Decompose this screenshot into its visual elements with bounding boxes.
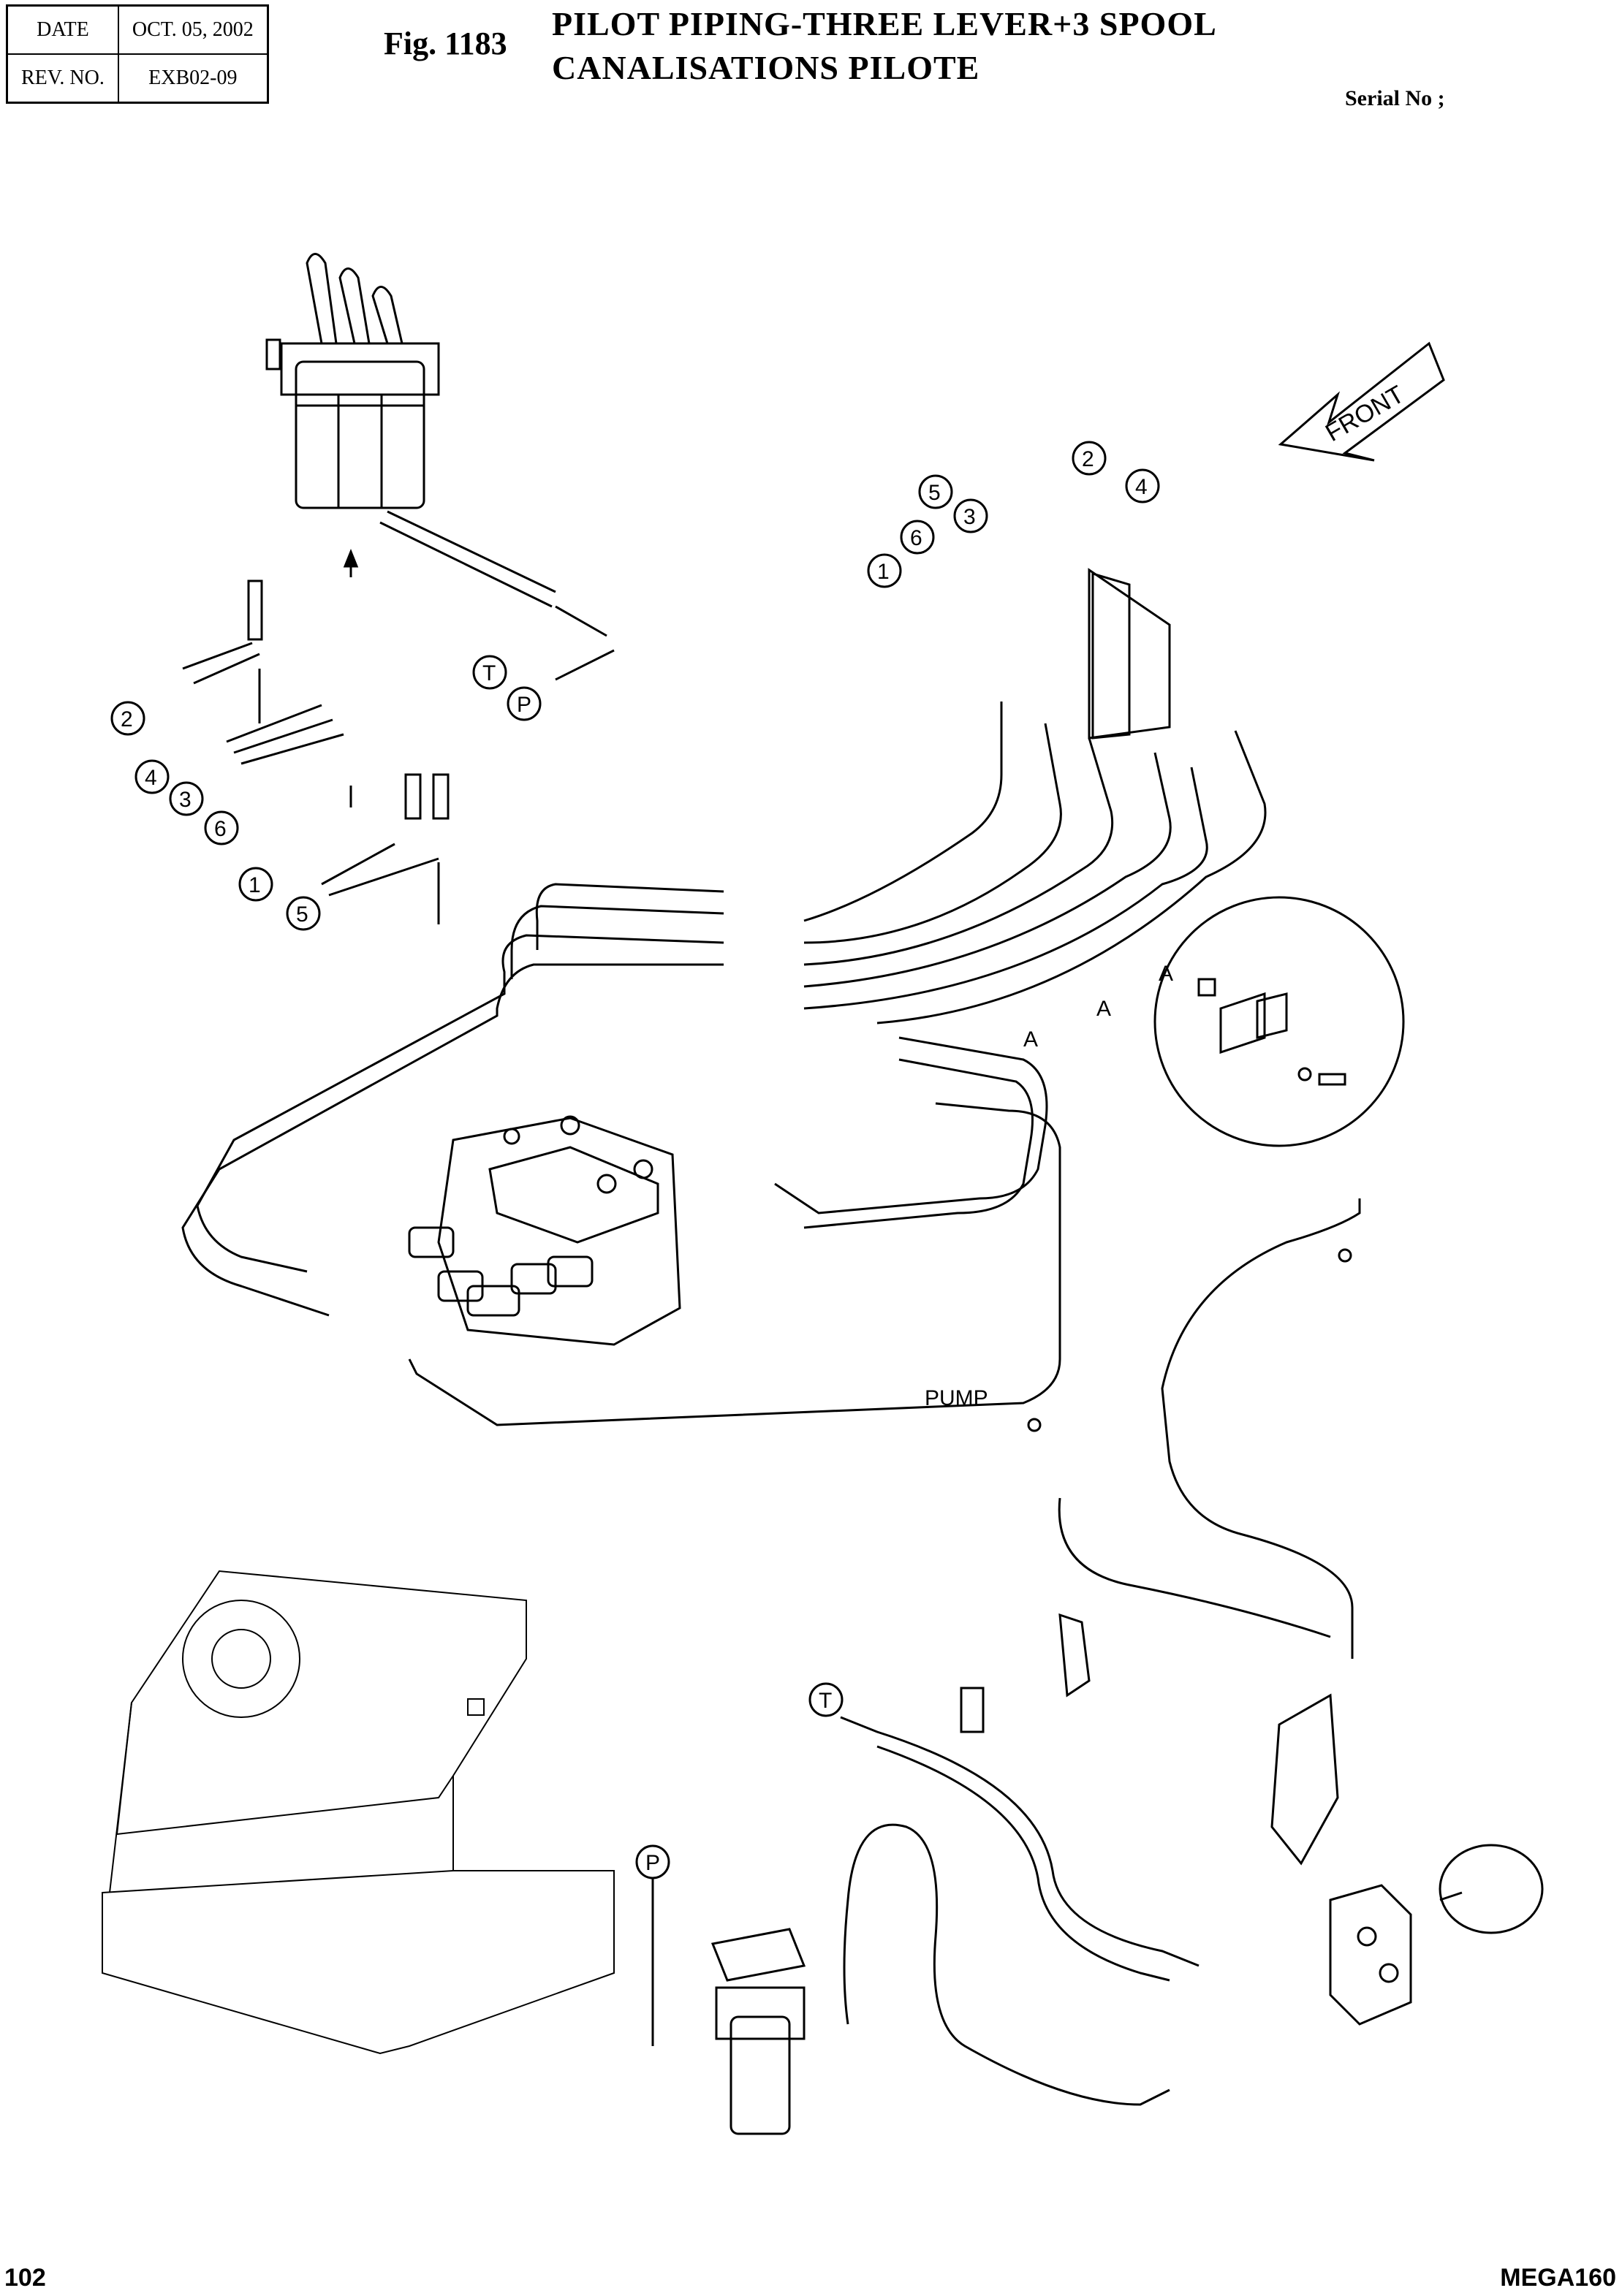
callout-right-6: 6 bbox=[910, 526, 922, 550]
pilot-control-valve bbox=[265, 253, 440, 577]
pipe-clamp bbox=[960, 1613, 1091, 1733]
callout-left-1: 1 bbox=[249, 873, 261, 897]
clamp-label-a-2: A bbox=[1096, 997, 1111, 1021]
hydraulic-tank bbox=[102, 1570, 615, 2055]
callout-right-1: 1 bbox=[877, 560, 890, 584]
figure-number: Fig. 1183 bbox=[384, 26, 507, 61]
callout-lower-P: P bbox=[645, 1851, 660, 1875]
callout-left-6: 6 bbox=[214, 817, 227, 841]
callout-port-T: T bbox=[482, 661, 496, 685]
pilot-pipe-bundle bbox=[181, 702, 1267, 1426]
callout-right-3: 3 bbox=[963, 505, 976, 529]
callout-left-3: 3 bbox=[179, 788, 192, 812]
accumulator bbox=[1439, 1844, 1544, 1934]
tank-return-hose bbox=[840, 1716, 1200, 1967]
date-value: OCT. 05, 2002 bbox=[117, 4, 269, 55]
clamp-detail bbox=[1153, 896, 1405, 1147]
filter-hose bbox=[843, 1823, 1170, 2106]
title-french: CANALISATIONS PILOTE bbox=[552, 49, 980, 86]
callout-right-5: 5 bbox=[928, 481, 941, 505]
clamp-label-a-3: A bbox=[1023, 1027, 1038, 1052]
main-control-valve bbox=[408, 1115, 681, 1346]
page-number: 102 bbox=[4, 2264, 46, 2292]
callout-left-5: 5 bbox=[296, 902, 308, 927]
serial-number-label: Serial No ; bbox=[1345, 86, 1445, 110]
right-callouts bbox=[867, 441, 1160, 588]
pump-hose bbox=[1027, 1198, 1361, 1659]
model-code: MEGA160 bbox=[1500, 2264, 1616, 2292]
left-hose-group bbox=[182, 579, 450, 924]
date-label: DATE bbox=[6, 4, 119, 55]
pilot-filter bbox=[651, 1878, 806, 2135]
callout-port-P: P bbox=[517, 693, 531, 717]
title-english: PILOT PIPING-THREE LEVER+3 SPOOL bbox=[552, 5, 1217, 42]
pump-label: PUMP bbox=[925, 1386, 988, 1410]
callout-right-4: 4 bbox=[1135, 475, 1148, 499]
header-info-table: DATE OCT. 05, 2002 REV. NO. EXB02-09 bbox=[6, 4, 269, 104]
front-arrow-icon: FRONT bbox=[1278, 341, 1445, 462]
callout-left-4: 4 bbox=[145, 766, 157, 790]
callout-right-2: 2 bbox=[1082, 447, 1094, 471]
valve-block bbox=[1329, 1884, 1412, 2026]
left-callouts bbox=[110, 655, 542, 931]
revision-label: REV. NO. bbox=[6, 53, 119, 104]
callout-left-2: 2 bbox=[121, 707, 133, 731]
callout-lower-T: T bbox=[819, 1689, 832, 1713]
mounting-bracket bbox=[1270, 1693, 1339, 1866]
hose-bracket bbox=[1088, 568, 1171, 740]
revision-value: EXB02-09 bbox=[117, 53, 269, 104]
